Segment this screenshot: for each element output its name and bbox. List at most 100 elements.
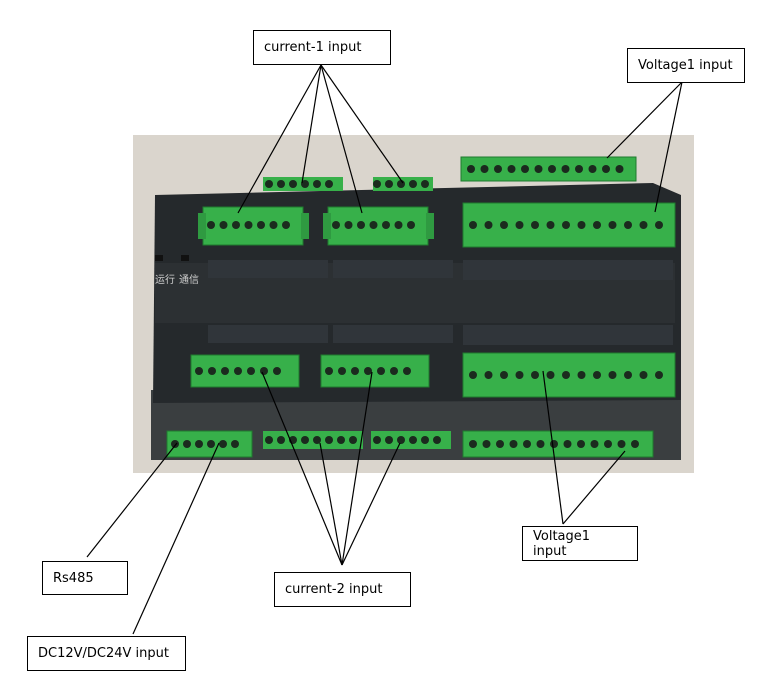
terminal-screw: [171, 440, 179, 448]
terminal-screw: [588, 165, 597, 173]
voltage1-bottom-label-box: Voltage1 input: [522, 526, 638, 561]
terminal-screw: [277, 180, 285, 188]
terminal-screw: [615, 165, 624, 173]
terminal-screw: [385, 436, 393, 444]
terminal-screw: [344, 221, 353, 229]
terminal-screw: [244, 221, 253, 229]
current2-label: current-2 input: [285, 582, 383, 597]
terminal-screw: [536, 440, 545, 448]
terminal-screw: [500, 221, 508, 229]
terminal-screw: [546, 221, 555, 229]
terminal-screw: [515, 221, 524, 229]
terminal-screw: [207, 440, 215, 448]
terminal-screw: [269, 221, 278, 229]
dc-power-label: DC12V/DC24V input: [38, 646, 169, 661]
terminal-screw: [351, 367, 359, 375]
terminal-screw: [289, 180, 297, 188]
terminal-screw: [338, 367, 346, 375]
terminal-screw: [421, 436, 429, 444]
terminal-screw: [548, 165, 556, 173]
terminal-screw: [509, 440, 518, 448]
terminal-screw: [561, 165, 570, 173]
terminal-screw: [382, 221, 390, 229]
rs485-label-box: Rs485: [42, 561, 128, 595]
terminal-screw: [232, 221, 240, 229]
rs485-label: Rs485: [53, 570, 94, 586]
terminal-screw: [575, 165, 583, 173]
terminal-screw: [624, 371, 632, 379]
terminal-screw: [301, 436, 309, 444]
terminal-screw: [403, 367, 411, 375]
terminal-screw: [373, 436, 381, 444]
terminal-screw: [590, 440, 599, 448]
terminal-screw: [421, 180, 429, 188]
terminal-screw: [531, 371, 539, 379]
terminal-screw: [515, 371, 524, 379]
terminal-screw: [325, 180, 333, 188]
terminal-screw: [257, 221, 265, 229]
terminal-screw: [500, 371, 508, 379]
terminal-screw: [433, 436, 441, 444]
voltage1-bottom-label: Voltage1 input: [533, 528, 591, 559]
terminal-screw: [484, 371, 493, 379]
current1-label: current-1 input: [264, 40, 362, 55]
terminal-screw: [364, 367, 372, 375]
status-comm-label: 通信: [179, 274, 199, 286]
terminal-screw: [282, 221, 290, 229]
terminal-screw: [617, 440, 626, 448]
terminal-screw: [467, 165, 475, 173]
terminal-screw: [563, 440, 572, 448]
status-run-label: 运行: [155, 273, 175, 286]
terminal-screw: [534, 165, 543, 173]
terminal-screw: [494, 165, 502, 173]
terminal-screw: [655, 371, 663, 379]
terminal-screw: [325, 436, 333, 444]
terminal-screw: [208, 367, 216, 375]
terminal-screw: [577, 221, 586, 229]
terminal-screw: [357, 221, 365, 229]
voltage1-top-label: Voltage1 input: [638, 58, 733, 73]
terminal-screw: [507, 165, 516, 173]
terminal-block-current2-left: [190, 354, 300, 388]
terminal-screw: [521, 165, 529, 173]
terminal-screw: [247, 367, 255, 375]
terminal-screw: [313, 436, 321, 444]
terminal-screw: [604, 440, 612, 448]
terminal-screw: [480, 165, 489, 173]
terminal-screw: [639, 371, 648, 379]
terminal-screw: [325, 367, 333, 375]
terminal-screw: [546, 371, 555, 379]
terminal-screw: [332, 221, 340, 229]
terminal-screw: [531, 221, 539, 229]
terminal-screw: [577, 440, 585, 448]
terminal-screw: [369, 221, 378, 229]
terminal-screw: [523, 440, 531, 448]
terminal-screw: [337, 436, 345, 444]
terminal-screw: [482, 440, 491, 448]
terminal-screw: [301, 180, 309, 188]
dc-power-label-box: DC12V/DC24V input: [27, 636, 186, 671]
terminal-screw: [183, 440, 191, 448]
terminal-screw: [577, 371, 586, 379]
terminal-screw: [409, 436, 417, 444]
terminal-screw: [265, 436, 273, 444]
terminal-screw: [550, 440, 558, 448]
current1-label-box: current-1 input: [253, 30, 391, 65]
terminal-screw: [562, 221, 570, 229]
terminal-screw: [231, 440, 239, 448]
terminal-screw: [195, 440, 203, 448]
terminal-screw: [390, 367, 398, 375]
terminal-screw: [496, 440, 504, 448]
terminal-screw: [289, 436, 297, 444]
terminal-screw: [234, 367, 242, 375]
terminal-screw: [562, 371, 570, 379]
terminal-screw: [624, 221, 632, 229]
terminal-screw: [469, 371, 477, 379]
terminal-screw: [373, 180, 381, 188]
terminal-screw: [349, 436, 357, 444]
terminal-screw: [313, 180, 321, 188]
terminal-screw: [631, 440, 639, 448]
terminal-block-current2-right: [320, 354, 430, 388]
terminal-screw: [397, 180, 405, 188]
terminal-screw: [385, 180, 393, 188]
